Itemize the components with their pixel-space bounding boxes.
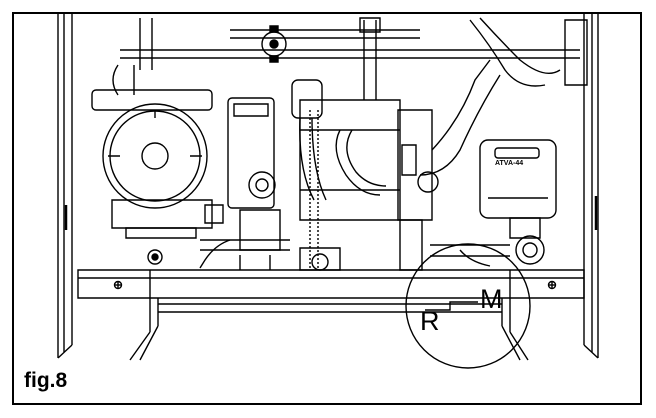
top-pipework — [120, 18, 587, 86]
three-way-valve — [398, 60, 500, 220]
valve-model-label: ATVA-44 — [495, 160, 524, 167]
figure-frame — [12, 12, 642, 405]
bottom-bracket — [78, 270, 584, 360]
bottom-pipework — [200, 220, 510, 270]
detail-circle — [406, 244, 530, 368]
cabinet-left-wall — [58, 14, 72, 358]
top-valve-icon — [262, 18, 380, 100]
valve-actuator — [480, 140, 556, 264]
gas-valve-block — [200, 98, 280, 270]
heat-exchanger — [300, 100, 400, 220]
cabinet-right-wall — [584, 14, 598, 358]
flex-hose — [292, 80, 328, 270]
callout-r-label: R — [420, 306, 440, 336]
callout-m-label: M — [480, 284, 503, 314]
figure-caption: fig.8 — [24, 369, 68, 392]
circulation-pump — [92, 65, 223, 264]
